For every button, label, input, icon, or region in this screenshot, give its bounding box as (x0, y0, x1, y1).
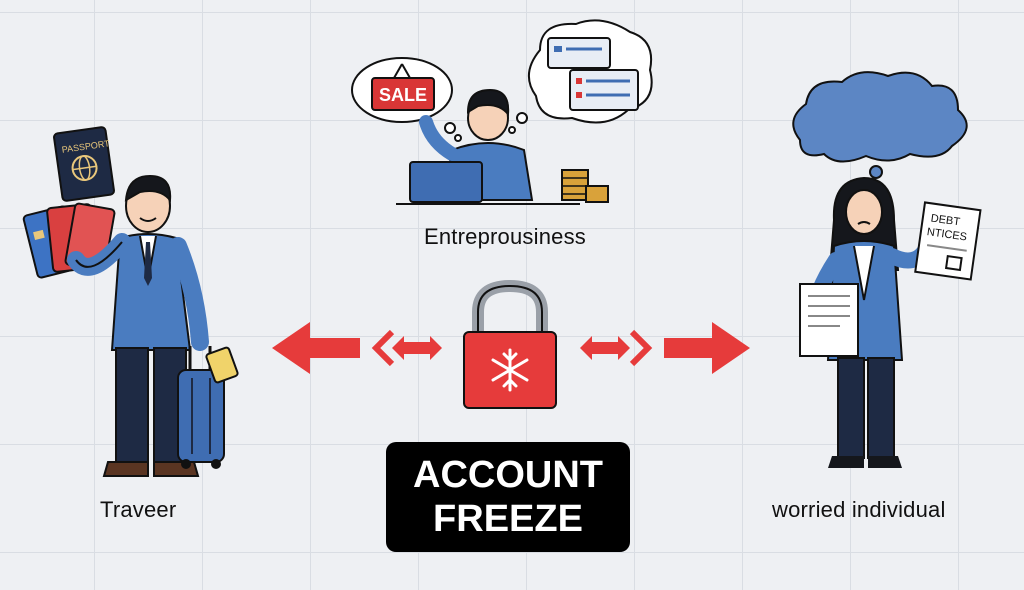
traveler-figure: PASSPORT (22, 126, 239, 477)
svg-text:SALE: SALE (379, 85, 427, 105)
entrepreneur-figure: SALE (351, 19, 653, 205)
title-line-2: FREEZE (433, 498, 583, 540)
traveler-label: Traveer (100, 497, 177, 522)
worried-individual-figure: DEBT NTICES (792, 71, 982, 468)
thought-bubble-icon: SALE (351, 57, 462, 142)
worried-individual-label: worried individual (772, 497, 946, 522)
thought-bubble-icon (508, 19, 653, 134)
arrow-right-icon (664, 322, 750, 374)
cloud-icon (792, 71, 968, 191)
arrows-and-lock (272, 279, 750, 409)
entrepreneur-label: Entreprousiness (424, 224, 586, 249)
double-arrow-icon (371, 329, 442, 367)
account-freeze-title: ACCOUNT FREEZE (386, 442, 630, 552)
double-arrow-icon (580, 329, 653, 367)
coin-stack-icon (561, 169, 609, 203)
suitcase-icon (177, 346, 239, 469)
svg-text:DEBT: DEBT (930, 212, 961, 228)
laptop-icon (396, 161, 580, 205)
passport-icon: PASSPORT (53, 126, 115, 202)
credit-card-icon (22, 202, 116, 279)
svg-text:NTICES: NTICES (926, 226, 968, 243)
arrow-left-icon (272, 322, 360, 374)
title-line-1: ACCOUNT (413, 454, 603, 496)
snowflake-icon (491, 348, 529, 392)
